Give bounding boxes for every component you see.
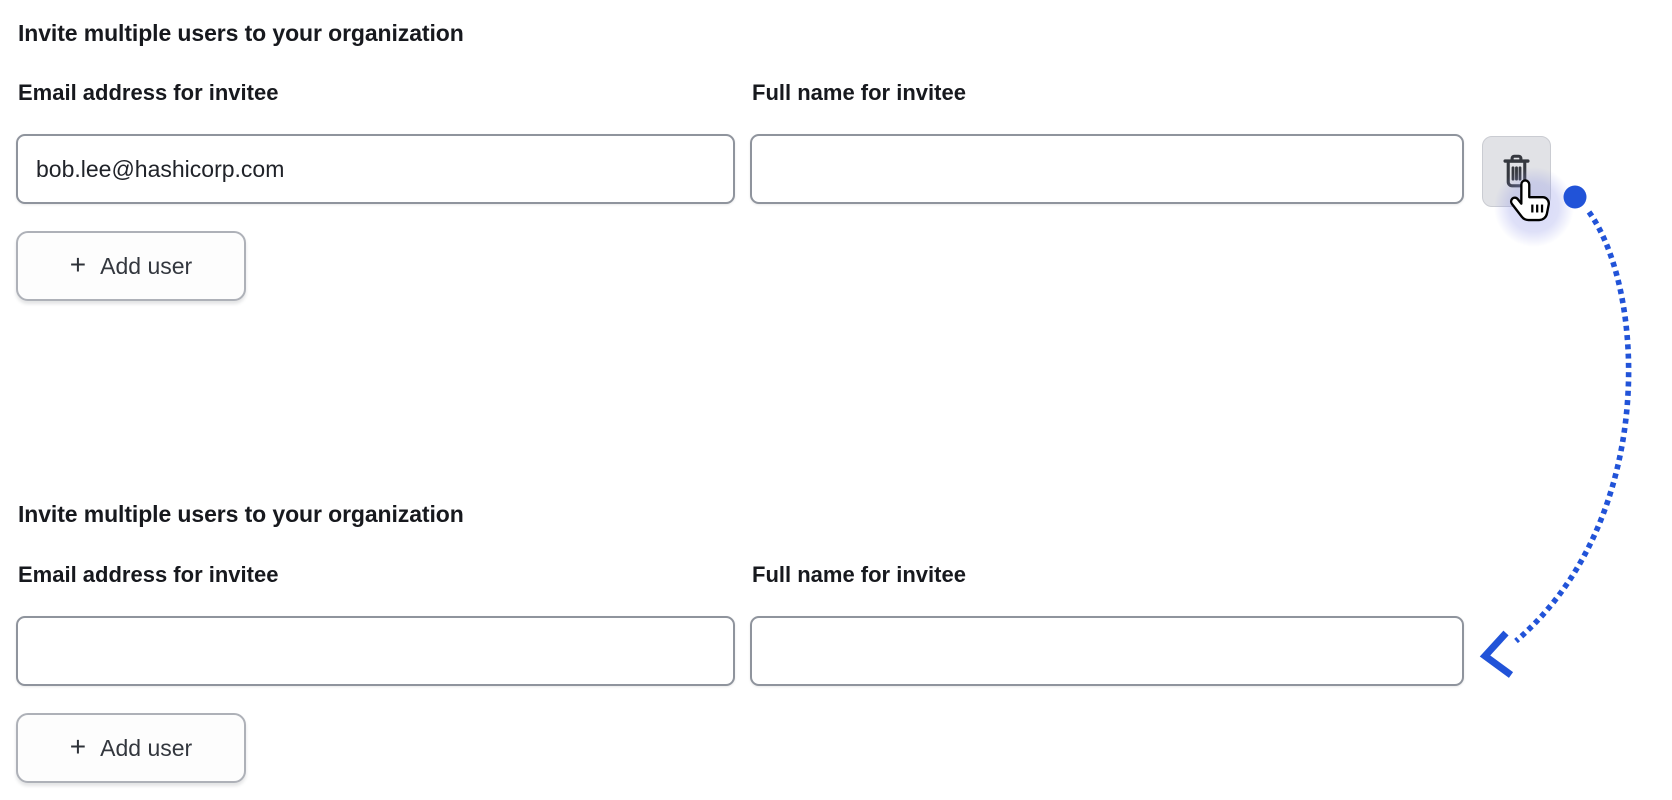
add-user-button[interactable]: + Add user [16, 231, 246, 301]
email-label: Email address for invitee [18, 80, 279, 105]
full-name-label: Full name for invitee [752, 562, 966, 587]
add-user-button[interactable]: + Add user [16, 713, 246, 783]
full-name-input[interactable] [750, 134, 1464, 204]
invite-form-after: Invite multiple users to your organizati… [0, 460, 1672, 800]
add-user-label: Add user [100, 252, 193, 279]
email-input[interactable] [16, 134, 735, 204]
email-input[interactable] [16, 616, 735, 686]
plus-icon: + [69, 731, 87, 762]
invite-form-before: Invite multiple users to your organizati… [16, 20, 1551, 301]
email-label: Email address for invitee [18, 562, 279, 587]
delete-row-button[interactable] [1482, 136, 1551, 207]
plus-icon: + [69, 249, 87, 280]
form-heading: Invite multiple users to your organizati… [18, 20, 464, 46]
full-name-input[interactable] [750, 616, 1464, 686]
add-user-label: Add user [100, 734, 193, 761]
form-heading: Invite multiple users to your organizati… [18, 501, 464, 527]
trash-icon [1501, 154, 1532, 189]
full-name-label: Full name for invitee [752, 80, 966, 105]
